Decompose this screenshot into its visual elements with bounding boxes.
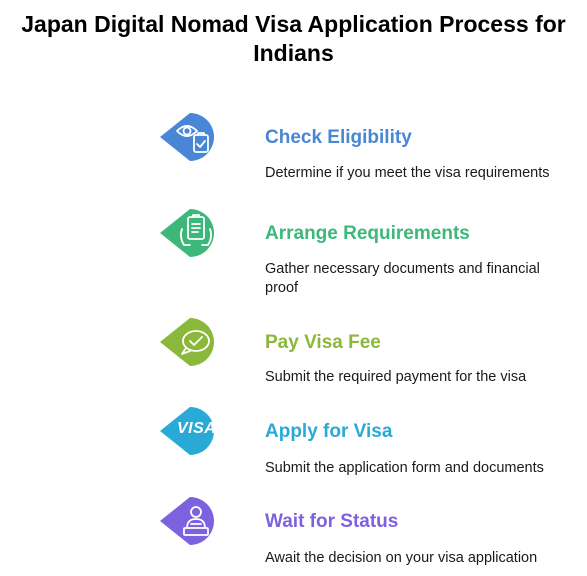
badge-shape xyxy=(160,497,214,545)
step-badge xyxy=(160,316,224,368)
step-title: Apply for Visa xyxy=(265,421,393,442)
page-title-line-1: Japan Digital Nomad Visa Application Pro… xyxy=(21,11,566,37)
document-in-hands-icon xyxy=(179,214,213,246)
badge-shape xyxy=(160,407,214,455)
step-description: Gather necessary documents and financial… xyxy=(265,261,540,296)
step-badge: VISA xyxy=(160,405,224,457)
step-arrange-requirements: Arrange Requirements Gather necessary do… xyxy=(160,207,587,297)
page-title: Japan Digital Nomad Visa Application Pro… xyxy=(0,10,587,68)
step-title: Check Eligibility xyxy=(265,127,412,148)
step-wait-for-status: Wait for Status Await the decision on yo… xyxy=(160,495,587,570)
chat-check-icon xyxy=(181,330,210,355)
person-at-desk-icon xyxy=(183,506,209,536)
step-badge xyxy=(160,495,224,547)
step-pay-visa-fee: Pay Visa Fee Submit the required payment… xyxy=(160,316,587,391)
step-badge xyxy=(160,111,224,163)
step-badge xyxy=(160,207,224,259)
visa-card-icon: VISA xyxy=(177,420,217,437)
step-title: Pay Visa Fee xyxy=(265,332,381,353)
step-check-eligibility: Check Eligibility Determine if you meet … xyxy=(160,111,587,191)
step-title: Wait for Status xyxy=(265,511,399,532)
step-apply-for-visa: VISA Apply for Visa Submit the applicati… xyxy=(160,405,587,480)
page-title-line-2: Indians xyxy=(253,40,334,66)
badge-shape xyxy=(160,318,214,366)
badge-shape xyxy=(160,113,214,161)
step-description: Submit the application form and document… xyxy=(265,460,544,476)
step-description: Determine if you meet the visa requireme… xyxy=(265,165,550,181)
eye-clipboard-icon xyxy=(176,125,209,153)
step-description: Submit the required payment for the visa xyxy=(265,369,527,385)
step-title: Arrange Requirements xyxy=(265,223,470,244)
badge-shape xyxy=(160,209,214,257)
step-description: Await the decision on your visa applicat… xyxy=(265,550,538,566)
